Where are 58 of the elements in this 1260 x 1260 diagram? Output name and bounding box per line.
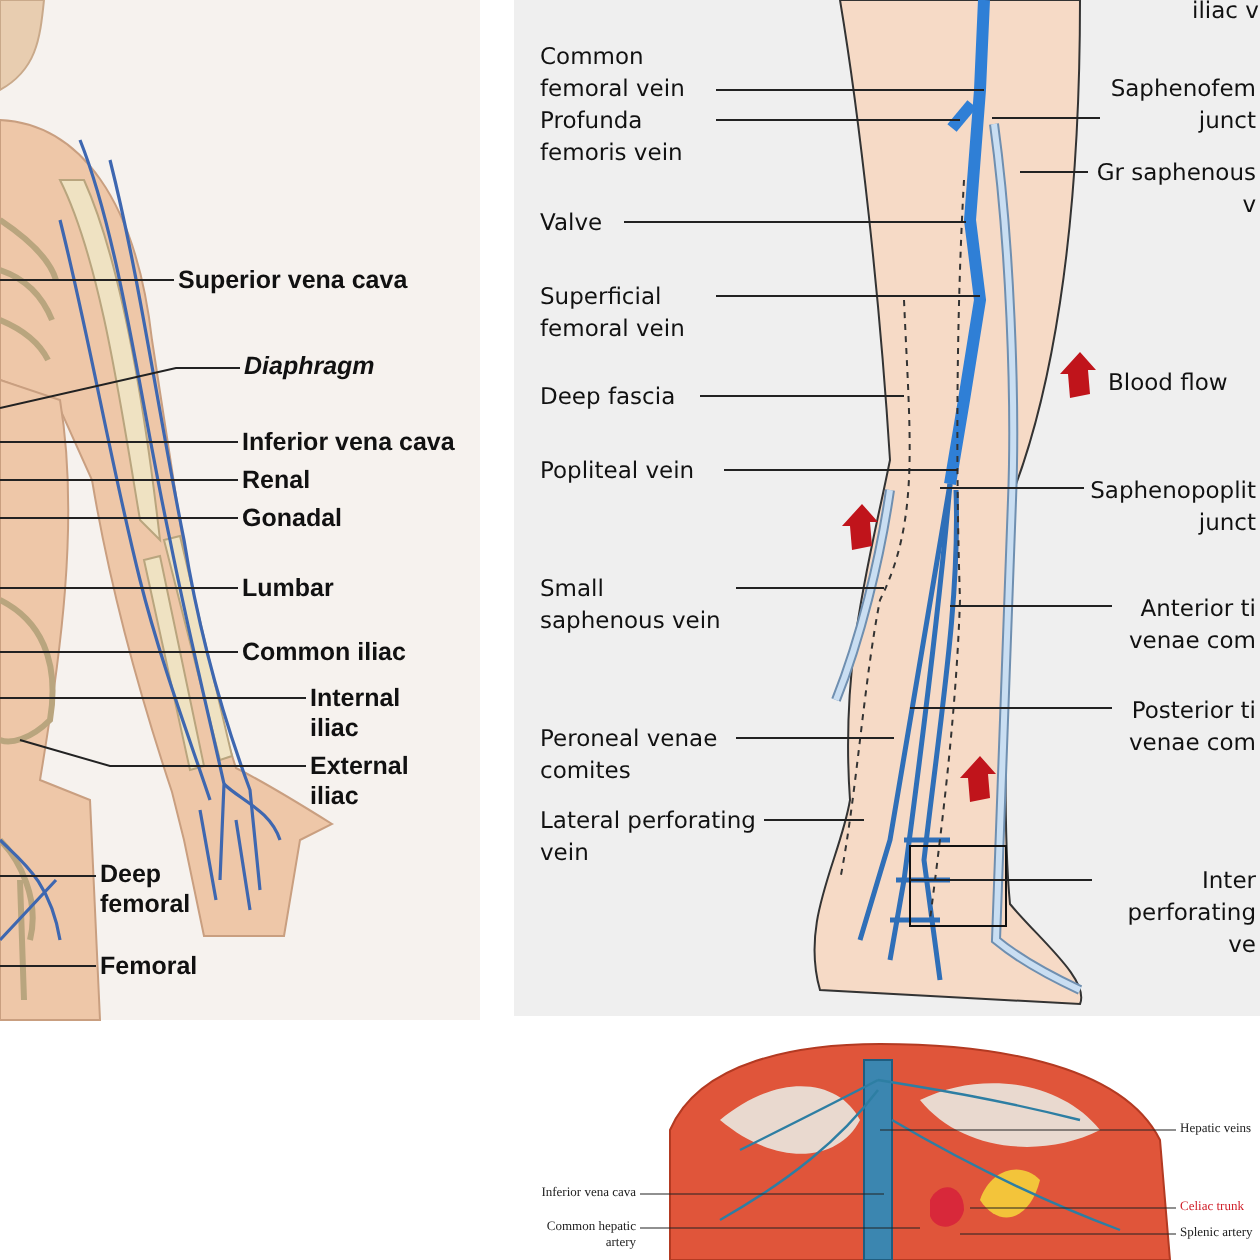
part-label: Diaphragm	[244, 352, 424, 382]
leader-line	[0, 587, 239, 589]
leader-line	[699, 395, 905, 397]
leader-line	[639, 1227, 921, 1229]
part-label: Small saphenous vein	[540, 572, 732, 636]
leader-line	[959, 1233, 1177, 1235]
leader-line	[909, 707, 1113, 709]
part-label: Common femoral vein	[540, 40, 712, 104]
part-label: Deep fascia	[540, 380, 696, 412]
leader-line	[0, 279, 175, 281]
leader-line	[735, 587, 885, 589]
leader-line	[0, 697, 307, 699]
part-label: Popliteal vein	[540, 454, 720, 486]
part-label: Saphenofem junct	[1104, 72, 1256, 136]
leader-line	[0, 367, 241, 409]
leader-line	[949, 605, 1113, 607]
leader-line	[991, 117, 1101, 119]
leader-line	[715, 295, 981, 297]
part-label: Femoral	[100, 952, 220, 982]
leader-line	[623, 221, 967, 223]
part-label: Deep femoral	[100, 860, 216, 920]
part-label: Posterior ti venae com	[1116, 694, 1256, 758]
part-label: Gonadal	[242, 504, 382, 534]
part-label: Inter perforating ve	[1096, 864, 1256, 960]
leader-line	[0, 441, 239, 443]
part-label: Lateral perforating vein	[540, 804, 760, 868]
part-label: Renal	[242, 466, 362, 496]
part-label: Inferior vena cava	[242, 428, 478, 458]
leader-line	[763, 819, 865, 821]
part-label: Anterior ti venae com	[1116, 592, 1256, 656]
leader-line	[735, 737, 895, 739]
part-label: External iliac	[310, 752, 434, 812]
leader-line	[0, 651, 239, 653]
part-label: Profunda femoris vein	[540, 104, 712, 168]
flow-label: Blood flow	[1108, 366, 1230, 398]
part-label: Lumbar	[242, 574, 362, 604]
leader-line	[0, 965, 97, 967]
leader-line	[19, 739, 307, 767]
leader-line	[715, 119, 961, 121]
part-label: Peroneal venae comites	[540, 722, 732, 786]
leader-line	[715, 89, 985, 91]
leader-line	[0, 479, 239, 481]
part-label: Common iliac	[242, 638, 442, 668]
part-label: Valve	[540, 206, 620, 238]
leader-line	[723, 469, 959, 471]
part-label: Internal iliac	[310, 684, 430, 744]
part-label: Superficial femoral vein	[540, 280, 712, 344]
part-label: Saphenopoplit junct	[1088, 474, 1256, 538]
leader-line	[909, 879, 1093, 881]
leader-line	[0, 517, 239, 519]
leader-line	[1019, 171, 1089, 173]
part-label: iliac v	[1192, 0, 1260, 26]
leader-line	[969, 1207, 1177, 1209]
part-label: Superior vena cava	[178, 266, 438, 296]
leader-line	[939, 487, 1085, 489]
part-label: Gr saphenous v	[1092, 156, 1256, 220]
leader-line	[0, 875, 97, 877]
leader-line	[639, 1193, 885, 1195]
